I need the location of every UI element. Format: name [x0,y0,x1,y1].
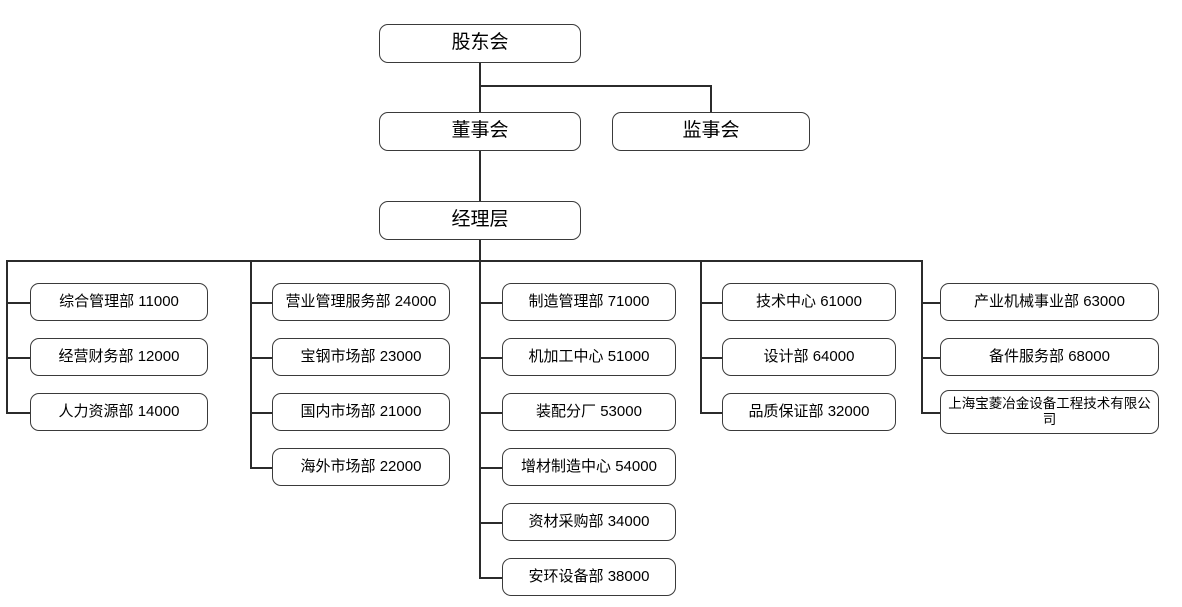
connector-col3-row1 [479,302,503,304]
node-board-of-supervisors[interactable]: 监事会 [612,112,810,151]
connector-col3-row5 [479,522,503,524]
connector-col3-row4 [479,467,503,469]
connector-main-bus [6,260,922,262]
connector-col2-row2 [250,357,273,359]
node-col3-item-2[interactable]: 机加工中心 51000 [502,338,676,376]
spine-column-3 [479,260,481,578]
connector-supervisors-down [710,85,712,112]
connector-col2-row1 [250,302,273,304]
node-col5-item-2[interactable]: 备件服务部 68000 [940,338,1159,376]
spine-column-1 [6,260,8,413]
connector-col3-row2 [479,357,503,359]
connector-col1-row2 [6,357,31,359]
spine-column-4 [700,260,702,413]
connector-management-down [479,240,481,261]
connector-col5-row1 [921,302,941,304]
node-col2-item-1[interactable]: 营业管理服务部 24000 [272,283,450,321]
node-col4-item-1[interactable]: 技术中心 61000 [722,283,896,321]
connector-col5-row3 [921,412,941,414]
node-col3-item-3[interactable]: 装配分厂 53000 [502,393,676,431]
node-col5-item-3[interactable]: 上海宝菱冶金设备工程技术有限公司 [940,390,1159,434]
connector-col2-row4 [250,467,273,469]
node-board-of-directors[interactable]: 董事会 [379,112,581,151]
connector-col4-row3 [700,412,723,414]
node-shareholders[interactable]: 股东会 [379,24,581,63]
node-col3-item-6[interactable]: 安环设备部 38000 [502,558,676,596]
connector-directors-to-management [479,151,481,201]
node-col3-item-4[interactable]: 增材制造中心 54000 [502,448,676,486]
node-management-level[interactable]: 经理层 [379,201,581,240]
spine-column-5 [921,260,923,413]
node-col3-item-5[interactable]: 资材采购部 34000 [502,503,676,541]
node-col1-item-1[interactable]: 综合管理部 11000 [30,283,208,321]
node-col4-item-2[interactable]: 设计部 64000 [722,338,896,376]
node-col2-item-3[interactable]: 国内市场部 21000 [272,393,450,431]
connector-col3-row3 [479,412,503,414]
node-col5-item-1[interactable]: 产业机械事业部 63000 [940,283,1159,321]
connector-col5-row2 [921,357,941,359]
connector-split-bar-supervisors [479,85,711,87]
node-col4-item-3[interactable]: 品质保证部 32000 [722,393,896,431]
connector-col3-row6 [479,577,503,579]
connector-shareholders-down [479,63,481,112]
node-col1-item-3[interactable]: 人力资源部 14000 [30,393,208,431]
connector-col1-row1 [6,302,31,304]
node-col2-item-4[interactable]: 海外市场部 22000 [272,448,450,486]
connector-col4-row1 [700,302,723,304]
node-col3-item-1[interactable]: 制造管理部 71000 [502,283,676,321]
connector-col1-row3 [6,412,31,414]
connector-col4-row2 [700,357,723,359]
spine-column-2 [250,260,252,468]
node-col1-item-2[interactable]: 经营财务部 12000 [30,338,208,376]
connector-col2-row3 [250,412,273,414]
node-col2-item-2[interactable]: 宝钢市场部 23000 [272,338,450,376]
